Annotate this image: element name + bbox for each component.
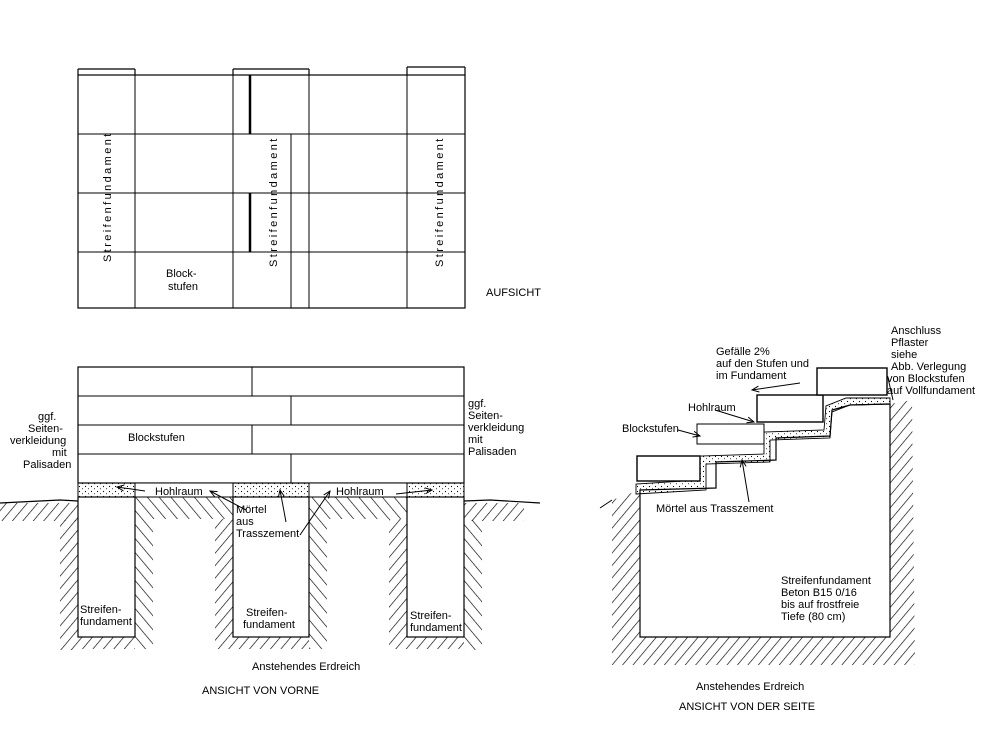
side-fund-line1: Streifenfundament	[781, 575, 871, 587]
side-soil-label: Anstehendes Erdreich	[696, 681, 804, 693]
fund-right-line2: fundament	[410, 622, 462, 634]
moertel-line3: Trasszement	[236, 528, 299, 540]
step-3	[756, 394, 824, 423]
top-view-title: AUFSICHT	[486, 287, 541, 299]
side-left-line4: mit	[52, 447, 67, 459]
side-left-line5: Palisaden	[23, 459, 71, 471]
side-right-line1: ggf.	[468, 398, 486, 410]
hohlraum-left-label: Hohlraum	[155, 486, 203, 498]
top-view: Streifenfundament Streifenfundament Stre…	[77, 66, 541, 309]
anschluss-line4: Abb. Verlegung	[891, 361, 966, 373]
step-4	[816, 367, 888, 396]
side-moertel-label: Mörtel aus Trasszement	[656, 503, 773, 515]
block-label-line2: stufen	[168, 281, 198, 293]
fund-left-line1: Streifen-	[80, 604, 122, 616]
anschluss-line6: auf Vollfundament	[887, 385, 975, 397]
side-right-line5: Palisaden	[468, 446, 516, 458]
side-left-line3: verkleidung	[10, 435, 66, 447]
side-view-title: ANSICHT VON DER SEITE	[679, 701, 815, 713]
side-fund-line2: Beton B15 0/16	[781, 587, 857, 599]
step-2	[696, 423, 765, 445]
side-right-line3: verkleidung	[468, 422, 524, 434]
gefaelle-line2: auf den Stufen und	[716, 358, 809, 370]
side-right-line2: Seiten-	[468, 410, 503, 422]
step-1	[636, 455, 701, 482]
front-view-title: ANSICHT VON VORNE	[202, 685, 319, 697]
side-blockstufen-label: Blockstufen	[622, 423, 679, 435]
strip-label-center: Streifenfundament	[268, 136, 280, 267]
moertel-line1: Mörtel	[236, 504, 267, 516]
side-right-line4: mit	[468, 434, 483, 446]
gefaelle-line3: im Fundament	[716, 370, 786, 382]
side-fund-line4: Tiefe (80 cm)	[781, 611, 845, 623]
blockstufen-label: Blockstufen	[128, 432, 185, 444]
moertel-line2: aus	[236, 516, 254, 528]
side-hohlraum-label: Hohlraum	[688, 402, 736, 414]
fund-left-line2: fundament	[80, 616, 132, 628]
anschluss-line5: von Blockstufen	[887, 373, 965, 385]
side-left-line1: ggf.	[38, 411, 56, 423]
gefaelle-line1: Gefälle 2%	[716, 346, 770, 358]
front-view: ggf. Seiten- verkleidung mit Palisaden g…	[0, 366, 541, 697]
fund-center-line1: Streifen-	[246, 607, 288, 619]
front-soil-label: Anstehendes Erdreich	[252, 661, 360, 673]
side-fund-line3: bis auf frostfreie	[781, 599, 859, 611]
side-view: Anschluss Pflaster siehe Abb. Verlegung …	[599, 325, 975, 713]
top-view-outline	[77, 74, 466, 309]
anschluss-line3: siehe	[891, 349, 917, 361]
side-left-line2: Seiten-	[28, 423, 63, 435]
fund-right-line1: Streifen-	[410, 610, 452, 622]
strip-label-right: Streifenfundament	[434, 136, 446, 267]
strip-label-left: Streifenfundament	[102, 131, 114, 262]
fund-center-line2: fundament	[243, 619, 295, 631]
hohlraum-right-label: Hohlraum	[336, 486, 384, 498]
anschluss-line1: Anschluss	[891, 325, 942, 337]
anschluss-line2: Pflaster	[891, 337, 929, 349]
block-label-line1: Block-	[166, 268, 197, 280]
